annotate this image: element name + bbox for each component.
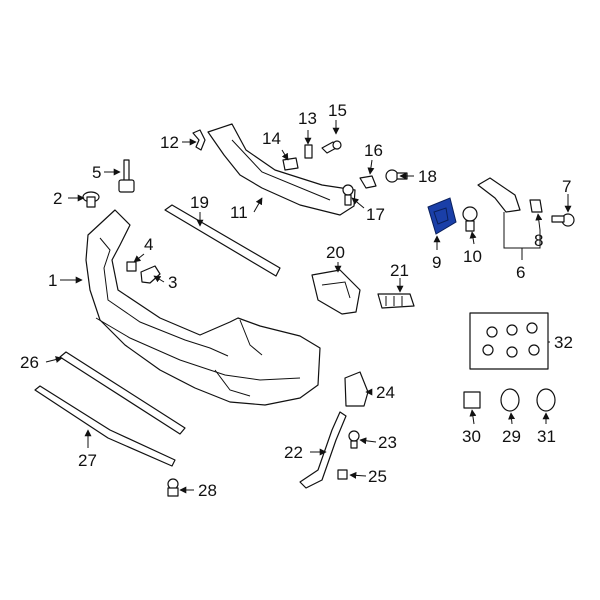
bolt-15[interactable] <box>321 140 342 154</box>
retainer[interactable] <box>282 157 299 171</box>
callout-28: 28 <box>198 481 217 500</box>
callout-12: 12 <box>160 133 179 152</box>
callout-14: 14 <box>262 129 281 148</box>
callout-1: 1 <box>48 271 57 290</box>
callout-23: 23 <box>378 433 397 452</box>
callout-15: 15 <box>328 101 347 120</box>
clip-8[interactable] <box>529 199 543 213</box>
callout-9: 9 <box>432 253 441 272</box>
screw-7[interactable] <box>551 213 575 227</box>
leader-lines <box>45 120 572 494</box>
bolt-10[interactable] <box>462 206 478 232</box>
callout-20: 20 <box>326 243 345 262</box>
callout-29: 29 <box>502 427 521 446</box>
callout-4: 4 <box>144 235 153 254</box>
screw-17[interactable] <box>342 184 354 206</box>
callout-18: 18 <box>418 167 437 186</box>
callout-13: 13 <box>298 109 317 128</box>
callout-10: 10 <box>463 247 482 266</box>
callout-32: 32 <box>554 333 573 352</box>
callout-7: 7 <box>562 177 571 196</box>
hardware-kit[interactable] <box>469 312 549 370</box>
callout-27: 27 <box>78 451 97 470</box>
callout-17: 17 <box>366 205 385 224</box>
callout-21: 21 <box>390 261 409 280</box>
ring-29[interactable] <box>500 388 520 412</box>
nut-plate[interactable] <box>304 144 313 159</box>
ring-31[interactable] <box>536 388 556 412</box>
callout-16: 16 <box>364 141 383 160</box>
clip-25[interactable] <box>337 469 348 480</box>
callout-11: 11 <box>230 203 248 222</box>
bumper-cover[interactable] <box>85 209 321 406</box>
clip[interactable] <box>126 261 137 272</box>
callout-3: 3 <box>168 273 177 292</box>
callout-6: 6 <box>516 263 525 282</box>
trim-strip[interactable] <box>164 204 281 277</box>
callout-26: 26 <box>20 353 39 372</box>
side-bracket[interactable] <box>192 129 206 151</box>
pad-30[interactable] <box>463 391 481 409</box>
screw-23[interactable] <box>348 430 360 449</box>
callout-25: 25 <box>368 467 387 486</box>
side-molding[interactable] <box>299 411 347 489</box>
side-bracket-6[interactable] <box>477 177 521 213</box>
callout-8: 8 <box>534 231 543 250</box>
callout-24: 24 <box>376 383 395 402</box>
bolt-28[interactable] <box>167 478 179 497</box>
callout-30: 30 <box>462 427 481 446</box>
callout-22: 22 <box>284 443 303 462</box>
bracket-clip[interactable] <box>140 265 161 284</box>
bolt[interactable] <box>118 159 135 193</box>
reinforcement-bar[interactable] <box>207 123 356 216</box>
callout-19: 19 <box>190 193 209 212</box>
bracket-24[interactable] <box>344 371 369 407</box>
callout-2: 2 <box>53 189 62 208</box>
lower-trim[interactable] <box>34 385 176 467</box>
callout-labels: 1 2 3 4 5 6 7 8 9 10 11 12 13 14 15 16 1… <box>20 101 573 500</box>
push-clip[interactable] <box>82 191 100 208</box>
retainer-21[interactable] <box>377 293 415 309</box>
clip-16[interactable] <box>359 175 377 189</box>
lower-molding[interactable] <box>59 351 186 435</box>
callout-5: 5 <box>92 163 101 182</box>
callout-31: 31 <box>537 427 556 446</box>
highlighted-bracket[interactable] <box>427 197 457 235</box>
reflector-bracket[interactable] <box>311 269 361 315</box>
